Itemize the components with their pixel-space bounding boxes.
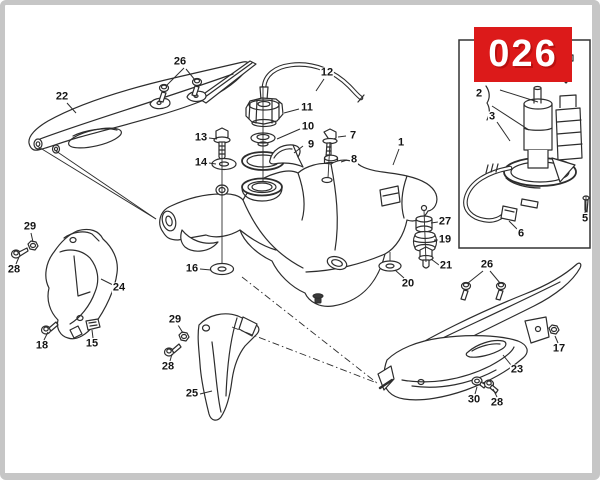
leader-line xyxy=(315,78,325,92)
callout-29-lower: 29 xyxy=(167,313,183,326)
callout-16: 16 xyxy=(184,262,200,275)
callout-28-lower: 28 xyxy=(160,360,176,373)
callout-8: 8 xyxy=(349,153,359,166)
leader-line xyxy=(502,354,512,366)
leader-line xyxy=(36,145,157,220)
callout-20: 20 xyxy=(400,277,416,290)
part-18-bolt xyxy=(40,321,59,335)
callout-27: 27 xyxy=(437,215,453,228)
callout-19: 19 xyxy=(437,233,453,246)
part-1-fuel-tank xyxy=(159,159,438,307)
leader-line xyxy=(508,220,518,230)
leader-line xyxy=(30,232,34,243)
callout-11: 11 xyxy=(300,101,314,114)
leader-line xyxy=(499,89,539,103)
leader-line xyxy=(199,390,213,395)
callout-1: 1 xyxy=(396,136,406,149)
part-28-right-bolt xyxy=(483,379,499,394)
leader-line xyxy=(496,121,511,142)
leader-line xyxy=(430,258,440,266)
callout-28-right: 28 xyxy=(489,396,505,409)
leader-lines xyxy=(15,67,587,398)
page-number-badge: 026 xyxy=(474,27,572,82)
leader-line xyxy=(231,326,378,384)
leader-line xyxy=(340,159,348,163)
part-16-washer xyxy=(209,262,235,276)
callout-5: 5 xyxy=(580,212,590,225)
leader-line xyxy=(492,388,498,398)
leader-line xyxy=(177,324,184,334)
leader-line xyxy=(199,268,212,271)
leader-line xyxy=(430,221,439,224)
leader-line xyxy=(166,67,185,86)
leader-line xyxy=(55,150,157,220)
leader-line xyxy=(66,102,77,114)
callout-21: 21 xyxy=(438,259,454,272)
tank-bottom-screw xyxy=(312,293,324,304)
callout-18: 18 xyxy=(34,339,50,352)
part-17-nut xyxy=(548,324,560,335)
callout-22: 22 xyxy=(54,90,70,103)
callout-13: 13 xyxy=(193,131,209,144)
part-15-clip xyxy=(85,318,101,331)
leader-line xyxy=(208,137,218,140)
leader-line xyxy=(169,353,173,362)
leader-line xyxy=(467,270,484,284)
part-29-left-nut xyxy=(27,240,39,251)
callout-15: 15 xyxy=(84,337,100,350)
callout-9: 9 xyxy=(306,138,316,151)
leader-line xyxy=(474,386,478,395)
part-24-left-shroud xyxy=(45,228,118,340)
leader-line xyxy=(327,141,331,179)
callout-26-lower: 26 xyxy=(479,258,495,271)
callout-23: 23 xyxy=(509,363,525,376)
leader-line xyxy=(276,128,301,140)
leader-line xyxy=(489,270,501,284)
callout-29-left: 29 xyxy=(22,220,38,233)
part-14-washer xyxy=(211,157,237,171)
callout-12: 12 xyxy=(319,66,335,79)
leader-line xyxy=(423,209,427,263)
leader-line xyxy=(293,145,304,154)
leader-line xyxy=(208,162,217,165)
callout-26-top: 26 xyxy=(172,55,188,68)
callout-30: 30 xyxy=(466,393,482,406)
part-25-lower-fin xyxy=(197,313,260,421)
leader-line xyxy=(15,256,20,265)
leader-line xyxy=(100,278,114,286)
part-26-lower-screws xyxy=(460,281,507,301)
leader-line xyxy=(554,335,559,344)
callout-14: 14 xyxy=(193,156,209,169)
leader-line xyxy=(337,135,347,138)
callout-2: 2 xyxy=(474,87,484,100)
leader-line xyxy=(43,331,49,341)
leader-line xyxy=(283,108,300,114)
callout-10: 10 xyxy=(300,120,316,133)
callout-3: 3 xyxy=(487,110,497,123)
callout-7: 7 xyxy=(348,129,358,142)
leader-line xyxy=(185,68,196,81)
callout-17: 17 xyxy=(551,342,567,355)
part-13-bolt xyxy=(213,127,231,161)
part-23-right-panel xyxy=(377,262,582,401)
callout-6: 6 xyxy=(516,227,526,240)
part-28-lower-bolt xyxy=(163,343,182,357)
leader-line xyxy=(392,148,400,166)
leader-line xyxy=(394,269,405,279)
callout-28-left: 28 xyxy=(6,263,22,276)
leader-line xyxy=(91,329,94,339)
callout-25: 25 xyxy=(184,387,200,400)
callout-24: 24 xyxy=(111,281,127,294)
part-26-top-screws xyxy=(158,77,203,103)
leader-line xyxy=(491,105,530,131)
part-11-fuel-cap xyxy=(245,97,284,128)
part-28-left-bolt xyxy=(10,247,29,259)
